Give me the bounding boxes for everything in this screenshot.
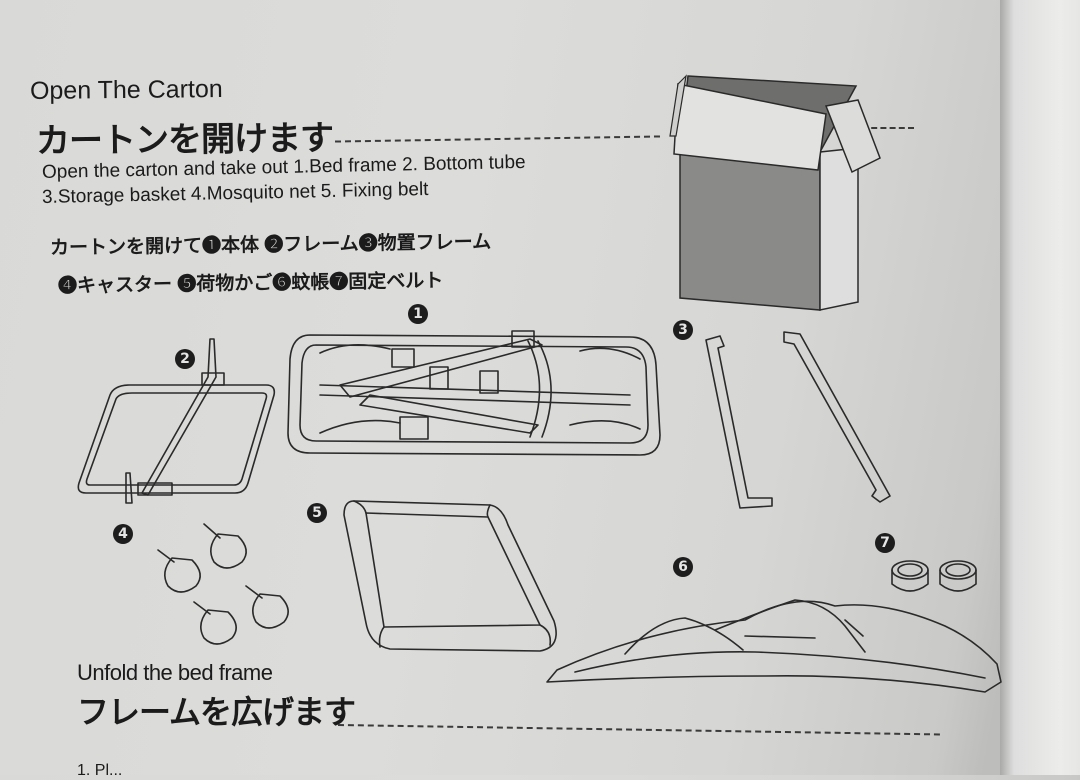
section-title-jp: カートンを開けます [35,119,334,161]
part-badge-6: 6 [673,557,693,577]
mosquito-net-illustration [546,599,1002,693]
casters-illustration [157,523,289,645]
page-edge [1000,0,1080,775]
dotted-leader [862,127,914,129]
open-carton-illustration [669,74,881,311]
step-1-partial: 1. Pl... [77,762,123,779]
dotted-leader [337,724,940,736]
section2-title-jp: フレームを広げます [77,694,356,730]
fixing-belt-illustration [891,560,977,592]
section-title-en: Open The Carton [29,74,223,106]
bed-frame-illustration [287,330,661,456]
part-badge-2: 2 [175,349,195,369]
part-badge-5: 5 [307,503,327,523]
storage-basket-illustration [343,500,557,652]
description-jp-line1: カートンを開けて❶本体 ❷フレーム❸物置フレーム [49,231,492,259]
part-badge-4: 4 [113,524,133,544]
part-badge-7: 7 [875,533,895,553]
description-en-line2: 3.Storage basket 4.Mosquito net 5. Fixin… [41,178,429,208]
dotted-leader [335,135,660,143]
part-badge-3: 3 [673,320,693,340]
section2-title-en: Unfold the bed frame [77,660,273,685]
bottom-tube-illustration [77,338,276,504]
description-jp-line2: ❹キャスター ❺荷物かご❻蚊帳❼固定ベルト [57,270,444,297]
part-badge-1: 1 [408,304,428,324]
storage-frame-illustration [705,331,891,509]
